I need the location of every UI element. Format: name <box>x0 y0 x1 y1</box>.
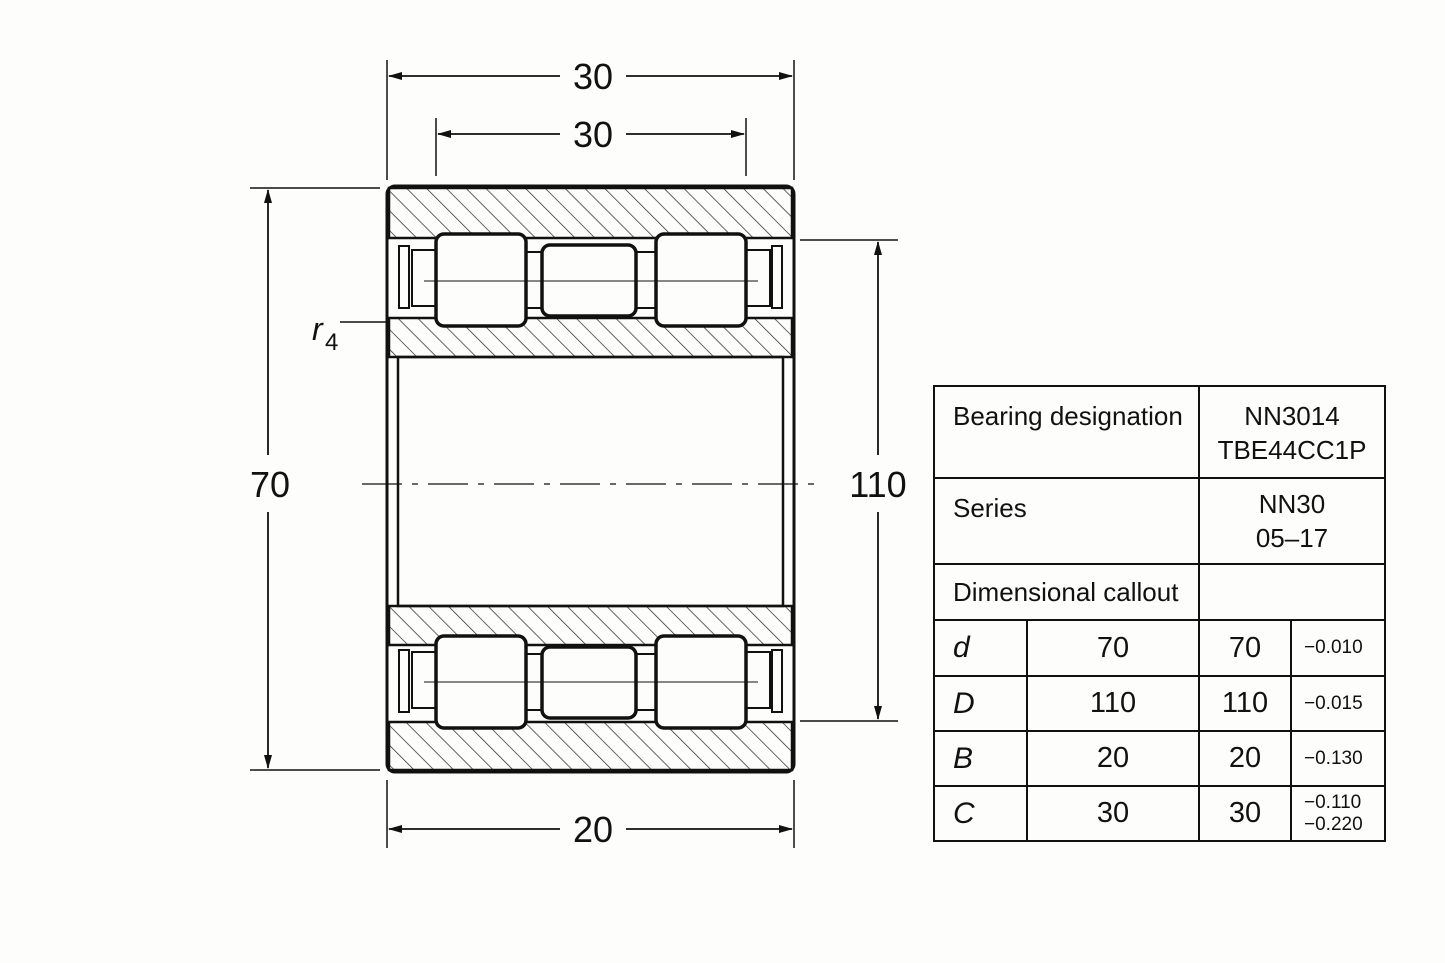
table-row: C 30 30 −0.110−0.220 <box>933 785 1386 842</box>
row-value: 30 <box>1198 785 1292 842</box>
row-nominal: 20 <box>1026 730 1200 787</box>
designation-line-2: TBE44CC1P <box>1217 435 1367 465</box>
row-tolerance: −0.010 <box>1290 619 1386 677</box>
callout-empty-cell <box>1198 563 1386 621</box>
row-value: 110 <box>1198 675 1292 732</box>
table-row: B 20 20 −0.130 <box>933 730 1386 787</box>
row-nominal: 110 <box>1026 675 1200 732</box>
series-line-1: NN30 <box>1258 489 1326 519</box>
row-nominal: 30 <box>1026 785 1200 842</box>
row-tolerance: −0.015 <box>1290 675 1386 732</box>
roller <box>654 232 748 328</box>
dim-right: 110 <box>849 464 906 505</box>
dim-top-outer: 30 <box>573 56 613 97</box>
table-row: D 110 110 −0.015 <box>933 675 1386 732</box>
radius-label: r <box>312 311 324 347</box>
outer-ring-top <box>387 186 794 240</box>
dim-left: 70 <box>250 464 290 505</box>
row-nominal: 70 <box>1026 619 1200 677</box>
table-row: d 70 70 −0.010 <box>933 619 1386 677</box>
outer-ring-bottom <box>387 720 794 772</box>
series-label: Series <box>933 477 1200 565</box>
row-symbol: d <box>933 619 1028 677</box>
bore <box>396 355 785 608</box>
extension-lines <box>250 60 898 848</box>
row-tolerance: −0.110−0.220 <box>1290 785 1386 842</box>
tolerance-upper: −0.130 <box>1304 747 1363 769</box>
callout-label: Dimensional callout <box>933 563 1200 621</box>
row-tolerance: −0.130 <box>1290 730 1386 787</box>
series-line-2: 05–17 <box>1255 523 1329 553</box>
row-symbol: B <box>933 730 1028 787</box>
radius-subscript: 4 <box>325 329 338 356</box>
row-symbol: D <box>933 675 1028 732</box>
row-value: 20 <box>1198 730 1292 787</box>
tolerance-upper: −0.010 <box>1304 637 1363 658</box>
roller <box>434 232 528 328</box>
row-value: 70 <box>1198 619 1292 677</box>
tolerance-upper: −0.110 <box>1304 791 1362 813</box>
row-symbol: C <box>933 785 1028 842</box>
designation-line-1: NN3014 <box>1244 401 1340 431</box>
series-value: NN30 05–17 <box>1198 477 1386 565</box>
tolerance-upper: −0.015 <box>1304 692 1363 714</box>
dim-top-inner: 30 <box>573 114 613 155</box>
dim-bottom: 20 <box>573 809 613 850</box>
designation-label: Bearing designation <box>933 385 1200 479</box>
tolerance-lower: −0.220 <box>1304 813 1363 835</box>
